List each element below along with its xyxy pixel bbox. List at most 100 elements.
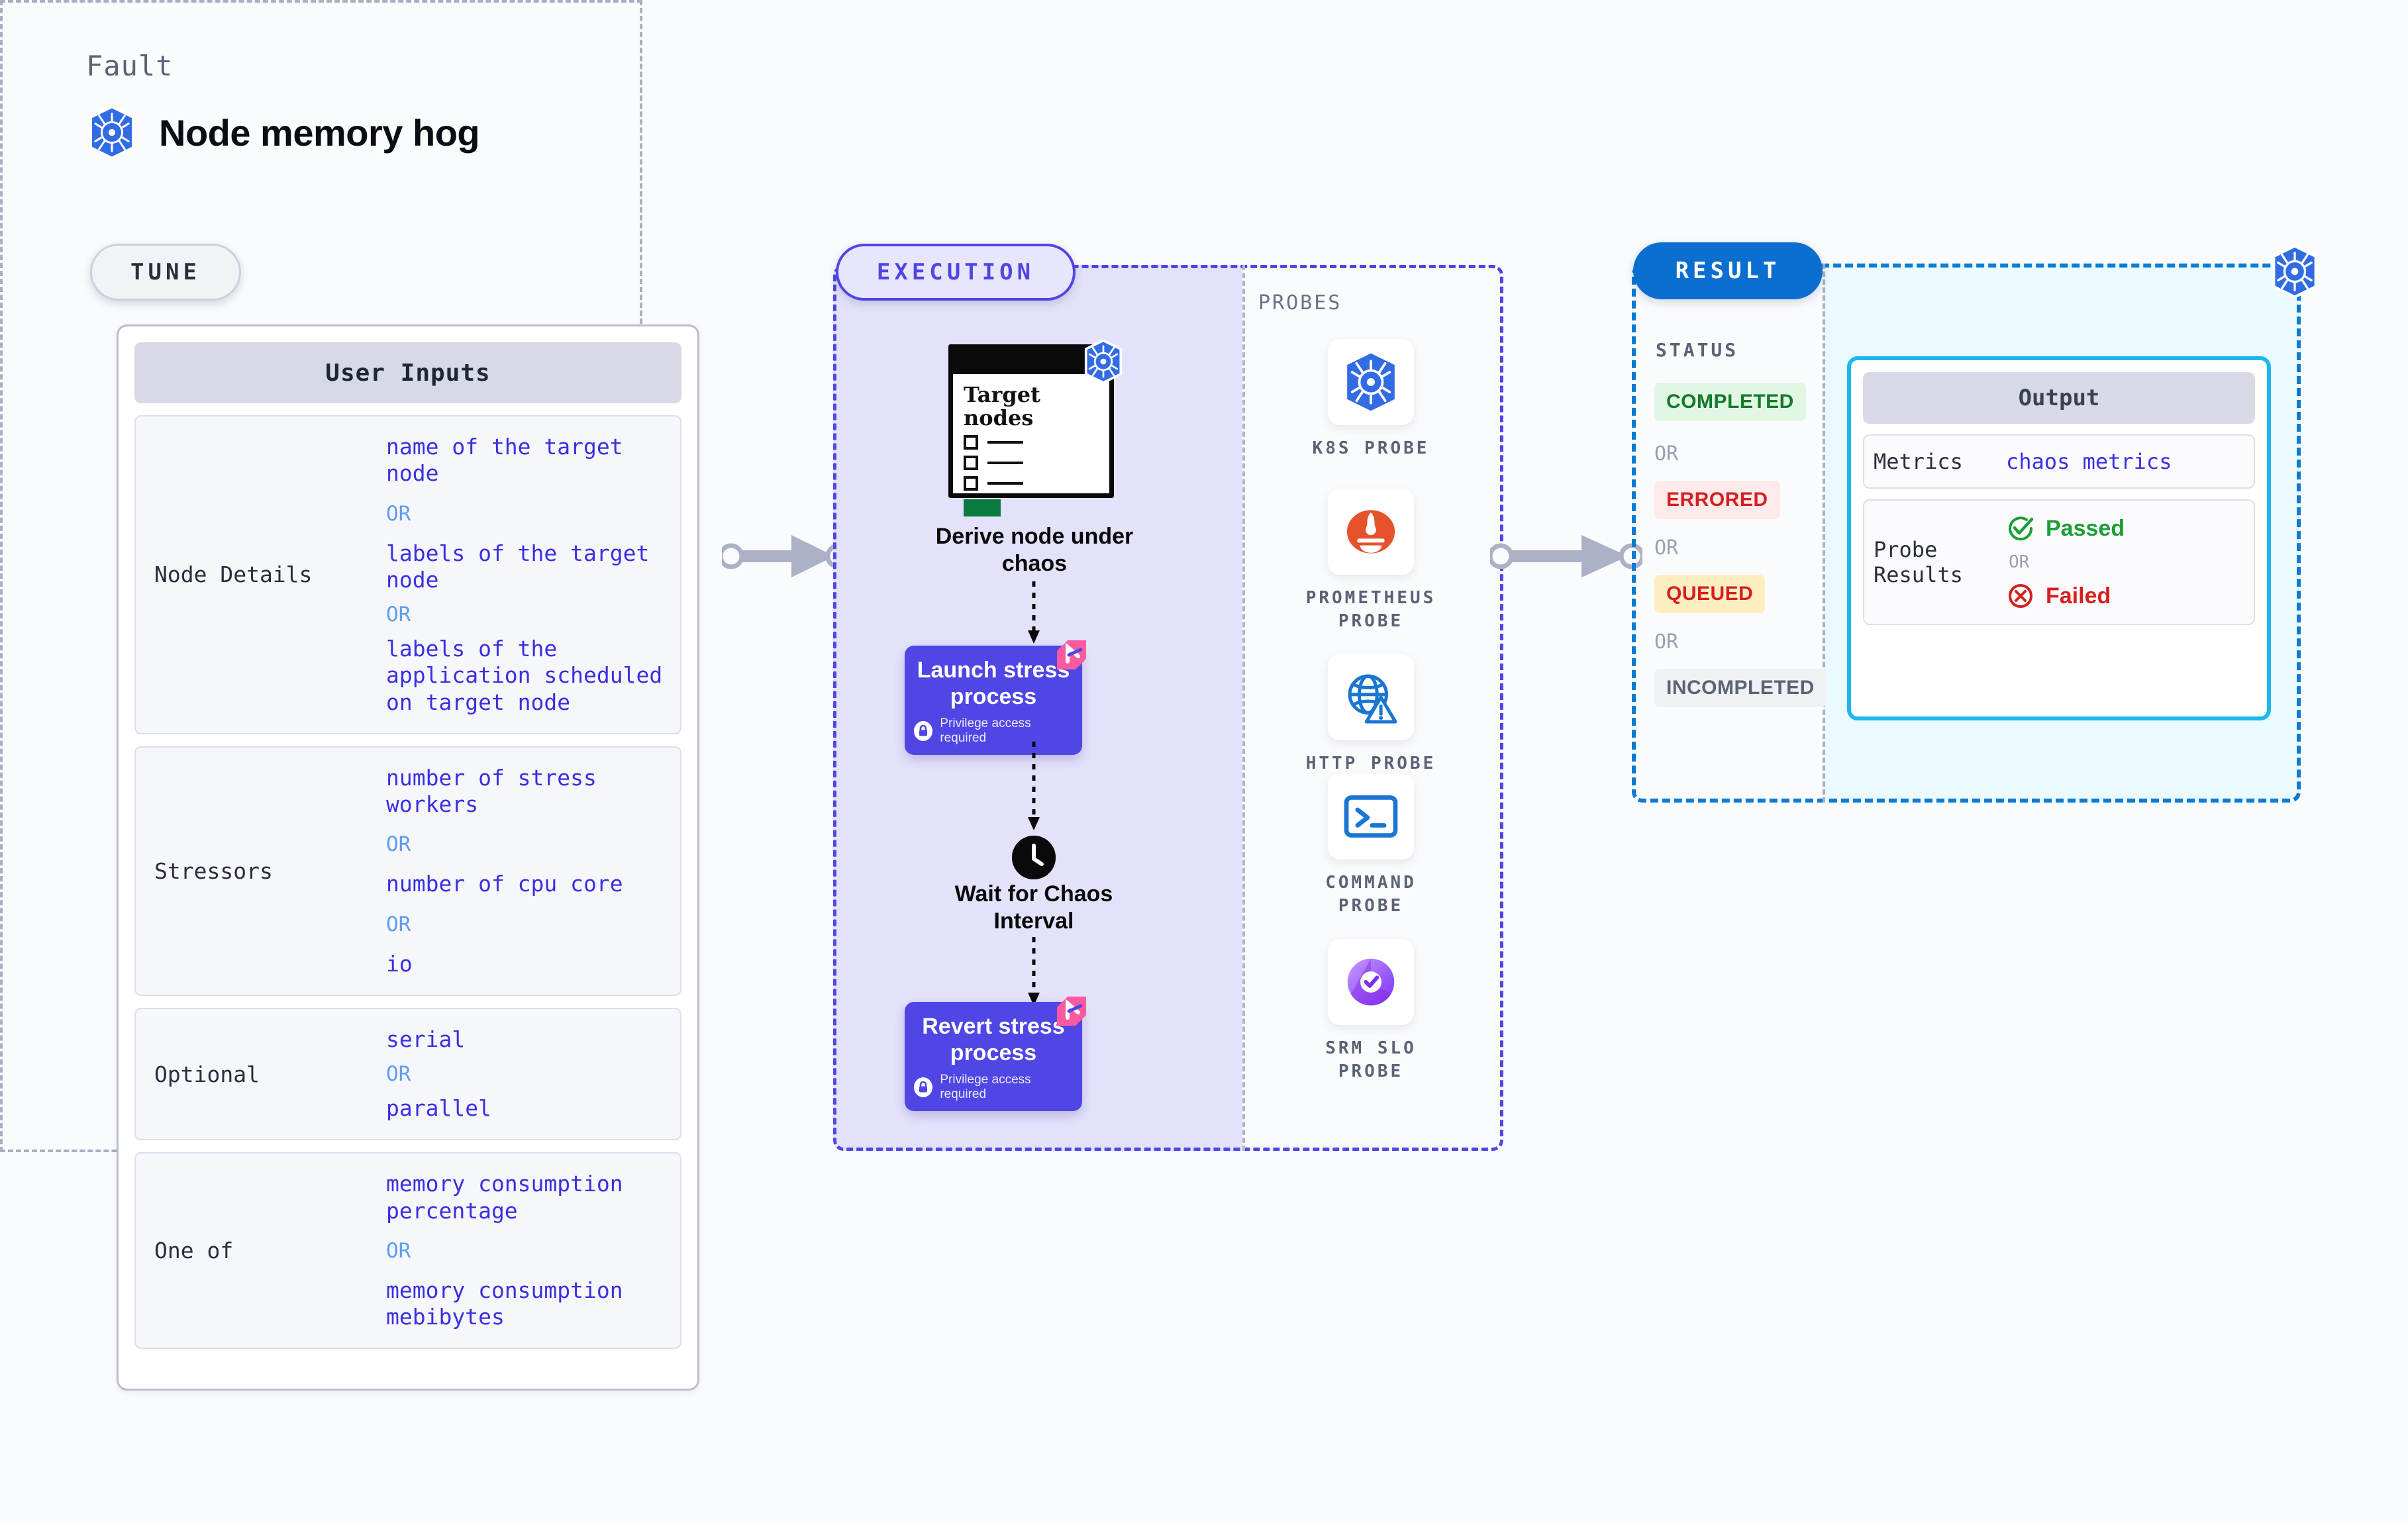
checkbox-icon bbox=[964, 456, 978, 471]
output-row-key: Metrics bbox=[1874, 449, 1963, 474]
fault-title-row: Node memory hog bbox=[87, 106, 480, 159]
placeholder-line bbox=[987, 482, 1023, 485]
action-card-launch-stress[interactable]: Launch stress process Privilege access r… bbox=[905, 640, 1086, 755]
result-stage-pill[interactable]: RESULT bbox=[1633, 242, 1823, 299]
output-row-value: chaos metrics bbox=[2006, 449, 2172, 475]
check-circle-icon bbox=[2009, 516, 2034, 541]
lock-icon bbox=[914, 1077, 933, 1097]
terminal-icon bbox=[1328, 773, 1414, 860]
prometheus-icon bbox=[1328, 489, 1414, 575]
input-value: memory consumption mebibytes bbox=[386, 1277, 623, 1330]
input-value: memory consumption percentage bbox=[386, 1171, 623, 1224]
status-badge-errored: ERRORED bbox=[1654, 481, 1780, 519]
clock-icon bbox=[1012, 836, 1056, 879]
input-row-values: memory consumption percentage OR memory … bbox=[386, 1171, 670, 1330]
connector-execution-to-result bbox=[1490, 535, 1642, 577]
globe-warning-icon bbox=[1328, 654, 1414, 740]
lock-icon bbox=[914, 720, 933, 741]
output-row-metrics: Metrics chaos metrics bbox=[1863, 434, 2255, 489]
status-section-label: STATUS bbox=[1656, 339, 1739, 361]
action-card-revert-stress[interactable]: Revert stress process Privilege access r… bbox=[905, 997, 1086, 1111]
kubernetes-icon bbox=[2270, 244, 2319, 301]
node-list-item bbox=[964, 435, 1099, 450]
srm-slo-icon bbox=[1328, 939, 1414, 1025]
action-title: Revert stress process bbox=[922, 1014, 1065, 1065]
input-row-stressors: Stressors number of stress workers OR nu… bbox=[134, 746, 681, 996]
input-row-values: name of the target node OR labels of the… bbox=[386, 434, 670, 716]
step-caption-wait-interval: Wait for Chaos Interval bbox=[954, 881, 1113, 934]
input-row-one-of: One of memory consumption percentage OR … bbox=[134, 1152, 681, 1350]
kubernetes-icon bbox=[1083, 339, 1124, 387]
input-row-key: One of bbox=[154, 1238, 234, 1264]
probe-result-passed: Passed bbox=[2006, 514, 2125, 543]
fault-kicker: Fault bbox=[86, 50, 174, 82]
input-value: number of cpu core bbox=[386, 871, 623, 897]
probe-result-failed: Failed bbox=[2006, 581, 2125, 611]
probes-section-label: PROBES bbox=[1258, 291, 1342, 315]
or-separator: OR bbox=[386, 603, 411, 626]
input-value: serial bbox=[386, 1026, 466, 1052]
privilege-text: Privilege access required bbox=[940, 716, 1031, 745]
input-value: number of stress workers bbox=[386, 764, 597, 817]
probes-divider bbox=[1242, 265, 1245, 1151]
target-nodes-title: Target nodes bbox=[964, 382, 1040, 430]
node-list-item bbox=[964, 476, 1099, 491]
input-row-key: Stressors bbox=[154, 858, 273, 884]
kubernetes-icon bbox=[1328, 339, 1414, 425]
flow-arrow-down bbox=[1028, 937, 1040, 1006]
confirm-bar bbox=[964, 499, 1001, 517]
probe-prometheus[interactable]: PROMETHEUS PROBE bbox=[1295, 489, 1447, 633]
execution-stage-label: EXECUTION bbox=[876, 259, 1035, 285]
or-separator: OR bbox=[2009, 552, 2030, 573]
privilege-text: Privilege access required bbox=[940, 1072, 1031, 1101]
flow-arrow-down bbox=[1028, 742, 1040, 830]
result-zone bbox=[1632, 264, 2301, 803]
input-value: parallel bbox=[386, 1095, 491, 1121]
probe-result-fail-label: Failed bbox=[2046, 583, 2111, 609]
checkbox-icon bbox=[964, 435, 978, 450]
status-badge-completed: COMPLETED bbox=[1654, 383, 1806, 421]
probe-label: PROMETHEUS PROBE bbox=[1305, 588, 1436, 632]
or-separator: OR bbox=[386, 501, 411, 526]
input-row-key: Optional bbox=[154, 1061, 260, 1087]
input-value: io bbox=[386, 950, 413, 977]
user-inputs-title: User Inputs bbox=[134, 342, 681, 403]
tune-stage-pill[interactable]: TUNE bbox=[90, 244, 241, 301]
probe-label: HTTP PROBE bbox=[1305, 754, 1436, 773]
execution-zone bbox=[833, 265, 1503, 1151]
status-badge-queued: QUEUED bbox=[1654, 575, 1766, 613]
output-card-title: Output bbox=[1863, 372, 2255, 424]
probe-http[interactable]: HTTP PROBE bbox=[1295, 654, 1447, 775]
card-titlebar bbox=[953, 349, 1109, 374]
privilege-row: Privilege access required bbox=[914, 716, 1073, 746]
probe-srm-slo[interactable]: SRM SLO PROBE bbox=[1295, 939, 1447, 1083]
user-inputs-card: User Inputs Node Details name of the tar… bbox=[117, 324, 699, 1391]
probe-k8s[interactable]: K8S PROBE bbox=[1295, 339, 1447, 460]
privilege-row: Privilege access required bbox=[914, 1073, 1073, 1102]
input-row-key: Node Details bbox=[154, 562, 313, 588]
input-row-values: number of stress workers OR number of cp… bbox=[386, 765, 670, 977]
output-row-key: Probe Results bbox=[1874, 537, 1963, 588]
or-separator: OR bbox=[386, 912, 411, 936]
or-separator: OR bbox=[386, 1062, 411, 1086]
harness-ribbon-icon bbox=[1057, 997, 1086, 1026]
step-caption-derive-node: Derive node under chaos bbox=[935, 524, 1134, 577]
tune-stage-label: TUNE bbox=[130, 259, 201, 285]
input-row-optional: Optional serial OR parallel bbox=[134, 1007, 681, 1141]
result-divider bbox=[1823, 264, 1825, 803]
placeholder-line bbox=[987, 441, 1023, 444]
probe-command[interactable]: COMMAND PROBE bbox=[1295, 773, 1447, 918]
execution-stage-pill[interactable]: EXECUTION bbox=[836, 244, 1076, 301]
input-row-node-details: Node Details name of the target node OR … bbox=[134, 415, 681, 734]
or-separator: OR bbox=[1654, 630, 1679, 654]
checkbox-icon bbox=[964, 476, 978, 491]
connector-tune-to-execution bbox=[722, 535, 848, 577]
input-value: labels of the target node bbox=[386, 540, 650, 593]
status-badge-incompleted: INCOMPLETED bbox=[1654, 669, 1827, 707]
result-stage-label: RESULT bbox=[1675, 258, 1781, 284]
kubernetes-icon bbox=[87, 106, 136, 159]
probe-label: SRM SLO PROBE bbox=[1325, 1038, 1417, 1082]
or-separator: OR bbox=[386, 1238, 411, 1263]
input-value: labels of the application scheduled on t… bbox=[386, 636, 663, 715]
